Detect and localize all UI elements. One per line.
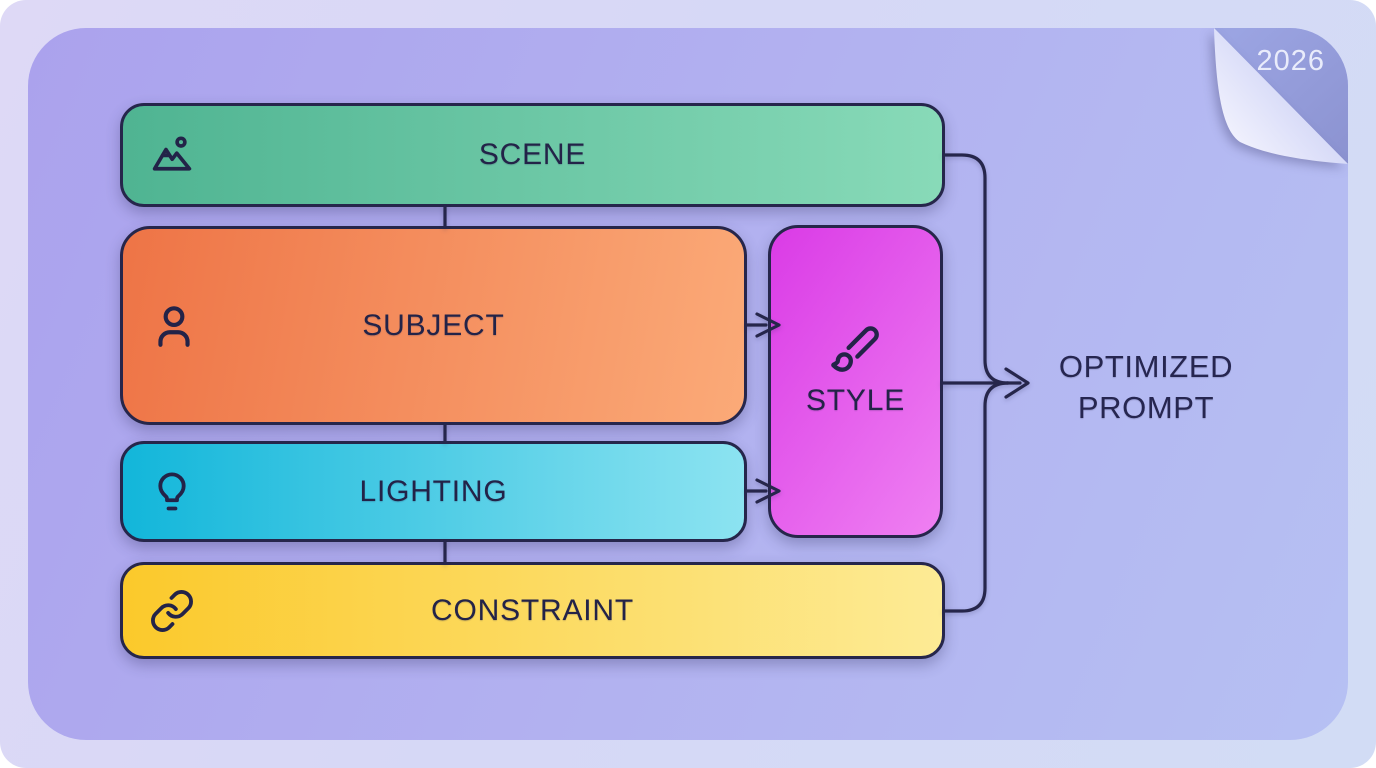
optimized-prompt-label: OPTIMIZED PROMPT xyxy=(1040,346,1252,428)
fold-flap xyxy=(1214,28,1348,164)
style-label: STYLE xyxy=(805,383,906,417)
folded-corner xyxy=(1214,28,1348,164)
year-badge: 2026 xyxy=(1256,45,1325,77)
optimized-prompt-line1: OPTIMIZED xyxy=(1058,349,1234,384)
paintbrush-icon xyxy=(829,322,881,374)
mountain-sun-icon xyxy=(149,133,195,177)
scene-box: SCENE xyxy=(120,103,945,207)
subject-box: SUBJECT xyxy=(120,226,747,425)
subject-label: SUBJECT xyxy=(362,308,505,342)
chain-link-icon xyxy=(149,588,195,634)
user-icon xyxy=(149,301,199,351)
style-box: STYLE xyxy=(768,225,943,538)
optimized-prompt-line2: PROMPT xyxy=(1077,390,1215,425)
constraint-label: CONSTRAINT xyxy=(431,593,634,627)
lighting-box: LIGHTING xyxy=(120,441,747,542)
lighting-label: LIGHTING xyxy=(359,474,508,508)
lightbulb-icon xyxy=(149,469,195,515)
constraint-box: CONSTRAINT xyxy=(120,562,945,659)
scene-label: SCENE xyxy=(478,138,587,171)
